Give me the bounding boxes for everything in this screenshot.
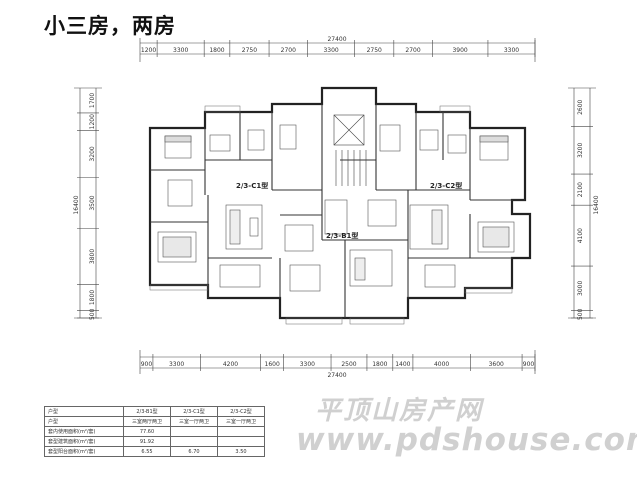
table-cell	[217, 436, 265, 447]
dimension-label: 2750	[242, 47, 257, 54]
top-dimension-ticks: 1200 3300 1800 2750 2700 3300 2750 2700 3900 3300	[141, 40, 536, 57]
dimension-label: 900	[141, 361, 153, 368]
dimension-label: 1400	[395, 361, 410, 368]
interior-walls	[150, 104, 525, 318]
table-cell: 套型建筑面积(m²/套)	[44, 436, 124, 447]
dimension-label: 1800	[372, 361, 387, 368]
table-row: 户型 三室两厅两卫 三室一厅两卫 三室一厅两卫	[44, 416, 265, 427]
left-dimension-ticks: 1700 1200 3200 3500 3800 1800 500	[77, 93, 99, 320]
left-total-dim: 16400	[73, 195, 80, 214]
table-cell: 6.55	[123, 446, 171, 457]
table-cell	[170, 436, 218, 447]
dimension-label: 3300	[504, 47, 519, 54]
right-dimension-ticks: 2600 3200 2100 4100 3000 500	[571, 99, 593, 320]
stair-core	[333, 114, 367, 186]
right-total-dim: 16400	[593, 195, 600, 214]
table-cell: 户型	[44, 416, 124, 427]
table-cell: 6.70	[170, 446, 218, 457]
balconies	[149, 105, 513, 325]
dimension-label: 3600	[489, 361, 504, 368]
table-cell: 2/3-C1型	[170, 406, 218, 417]
table-cell	[217, 426, 265, 437]
dimension-label: 500	[577, 308, 584, 320]
table-cell: 三室两厅两卫	[123, 416, 171, 427]
dimension-label: 3300	[323, 47, 338, 54]
table-row: 套内使用面积(m²/套) 77.60	[44, 426, 265, 437]
floor-plan-drawing: 27400 1200 3300 1800 2750 2700 3300 2750 2700 39…	[73, 36, 600, 379]
table-cell: 三室一厅两卫	[217, 416, 265, 427]
dimension-label: 1700	[89, 93, 96, 108]
table-cell: 套内使用面积(m²/套)	[44, 426, 124, 437]
dimension-label: 4100	[577, 228, 584, 243]
dimension-label: 2700	[405, 47, 420, 54]
dimension-label: 2100	[577, 182, 584, 197]
building-outline	[148, 86, 532, 320]
unit-label-b1: 2/3-B1型	[326, 231, 358, 240]
furniture	[157, 124, 515, 292]
table-cell: 2/3-B1型	[123, 406, 171, 417]
dimension-label: 4000	[434, 361, 449, 368]
table-cell: 户型	[44, 406, 124, 417]
dimension-label: 3300	[169, 361, 184, 368]
dimension-label: 3500	[89, 195, 96, 210]
dimension-label: 900	[523, 361, 535, 368]
table-header-row: 户型 2/3-B1型 2/3-C1型 2/3-C2型	[44, 406, 265, 417]
top-total-dim: 27400	[327, 36, 346, 43]
dimension-label: 3800	[89, 249, 96, 264]
unit-label-c1: 2/3-C1型	[236, 181, 268, 190]
unit-label-c2: 2/3-C2型	[430, 181, 462, 190]
dimension-label: 3300	[173, 47, 188, 54]
watermark-logo-text: 平顶山房产网	[315, 396, 484, 426]
table-row: 套型建筑面积(m²/套) 91.92	[44, 436, 265, 447]
dimension-label: 2750	[367, 47, 382, 54]
table-cell: 套型阳台面积(m²/套)	[44, 446, 124, 457]
dimension-label: 3300	[300, 361, 315, 368]
area-spec-table: 户型 2/3-B1型 2/3-C1型 2/3-C2型 户型 三室两厅两卫 三室一…	[44, 406, 265, 457]
table-row: 套型阳台面积(m²/套) 6.55 6.70 3.50	[44, 446, 265, 457]
dimension-label: 2700	[281, 47, 296, 54]
page-title: 小三房，两房	[44, 14, 176, 38]
table-cell: 2/3-C2型	[217, 406, 265, 417]
dimension-label: 1200	[89, 114, 96, 129]
dimension-label: 1200	[141, 47, 156, 54]
bottom-total-dim: 27400	[327, 372, 346, 379]
dimension-label: 1800	[209, 47, 224, 54]
bottom-dimension-ticks: 900 3300 4200 1600 3300 2500 1800 1400 4000 3600 9…	[141, 354, 536, 371]
watermark-url: www.pdshouse.com	[296, 422, 637, 458]
dimension-label: 1800	[89, 290, 96, 305]
dimension-label: 4200	[223, 361, 238, 368]
dimension-label: 2600	[577, 99, 584, 114]
dimension-label: 3000	[577, 281, 584, 296]
table-cell: 91.92	[123, 436, 171, 447]
dimension-label: 2500	[341, 361, 356, 368]
dimension-label: 3200	[577, 143, 584, 158]
bottom-dimension-chain	[139, 350, 536, 374]
dimension-label: 500	[89, 308, 96, 320]
table-cell: 77.60	[123, 426, 171, 437]
table-cell: 3.50	[217, 446, 265, 457]
table-cell	[170, 426, 218, 437]
dimension-label: 3200	[89, 146, 96, 161]
dimension-label: 1600	[265, 361, 280, 368]
table-cell: 三室一厅两卫	[170, 416, 218, 427]
dimension-label: 3900	[452, 47, 467, 54]
